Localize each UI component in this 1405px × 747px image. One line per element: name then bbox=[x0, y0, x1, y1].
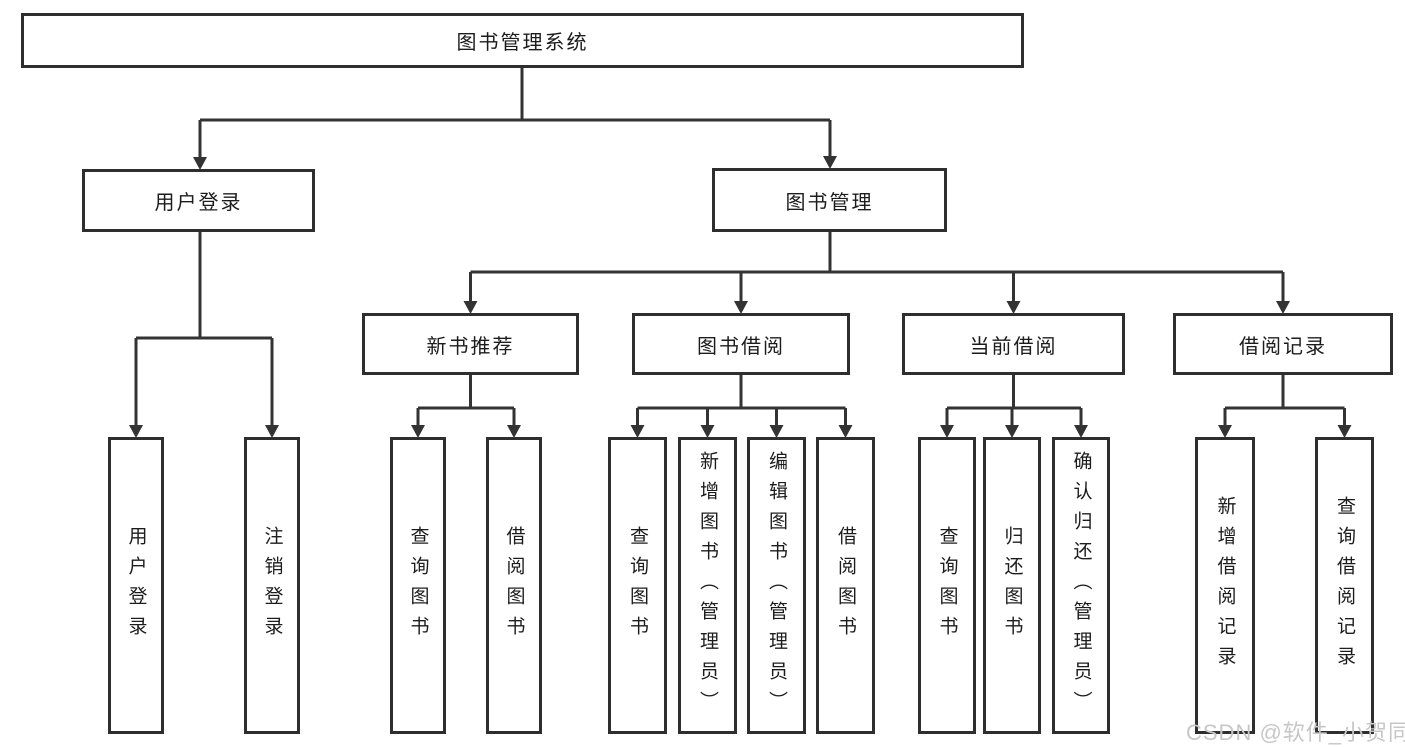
node-root-label: 图书管理系统 bbox=[456, 32, 589, 54]
leaf-nb-query-books: 查询图书 bbox=[390, 437, 446, 734]
leaf-bb-borrow-books: 借阅图书 bbox=[816, 437, 875, 734]
leaf-logout: 注销登录 bbox=[244, 437, 300, 734]
leaf-cb-confirm-return-admin-label: 确认归还（管理员） bbox=[1070, 450, 1092, 721]
csdn-watermark: CSDN @软件_小贺同学 bbox=[1186, 720, 1405, 745]
leaf-bb-edit-books-admin: 编辑图书（管理员） bbox=[747, 437, 806, 734]
leaf-bb-query-books-label: 查询图书 bbox=[627, 525, 648, 646]
leaf-cb-query-books: 查询图书 bbox=[918, 437, 976, 734]
leaf-cb-return-books-label: 归还图书 bbox=[1001, 525, 1023, 646]
leaf-nb-borrow-books-label: 借阅图书 bbox=[503, 525, 525, 646]
node-root: 图书管理系统 bbox=[21, 13, 1024, 68]
node-current-borrow-label: 当前借阅 bbox=[969, 335, 1058, 358]
node-user-login: 用户登录 bbox=[82, 169, 315, 232]
leaf-bb-edit-books-admin-label: 编辑图书（管理员） bbox=[766, 450, 787, 721]
leaf-cb-query-books-label: 查询图书 bbox=[936, 525, 958, 646]
leaf-logout-label: 注销登录 bbox=[261, 525, 283, 646]
node-borrow-records-label: 借阅记录 bbox=[1239, 335, 1327, 358]
node-book-borrow: 图书借阅 bbox=[632, 313, 850, 375]
node-book-borrow-label: 图书借阅 bbox=[697, 335, 785, 358]
leaf-rec-query-record-label: 查询借阅记录 bbox=[1334, 495, 1355, 676]
leaf-nb-borrow-books: 借阅图书 bbox=[486, 437, 542, 734]
leaf-nb-query-books-label: 查询图书 bbox=[407, 525, 429, 646]
tree-edges bbox=[134, 68, 1346, 430]
node-new-book-recommend: 新书推荐 bbox=[362, 313, 579, 375]
leaf-cb-return-books: 归还图书 bbox=[983, 437, 1041, 734]
node-new-book-recommend-label: 新书推荐 bbox=[426, 335, 515, 358]
leaf-user-login-label: 用户登录 bbox=[125, 525, 147, 646]
node-borrow-records: 借阅记录 bbox=[1173, 313, 1393, 375]
leaf-bb-add-books-admin: 新增图书（管理员） bbox=[678, 437, 737, 734]
leaf-rec-query-record: 查询借阅记录 bbox=[1315, 437, 1374, 734]
leaf-bb-borrow-books-label: 借阅图书 bbox=[835, 525, 856, 646]
leaf-bb-add-books-admin-label: 新增图书（管理员） bbox=[697, 450, 718, 721]
node-book-management: 图书管理 bbox=[712, 168, 947, 232]
leaf-bb-query-books: 查询图书 bbox=[608, 437, 667, 734]
node-book-management-label: 图书管理 bbox=[785, 191, 874, 214]
leaf-user-login: 用户登录 bbox=[108, 437, 164, 734]
leaf-rec-add-record: 新增借阅记录 bbox=[1195, 437, 1255, 734]
leaf-rec-add-record-label: 新增借阅记录 bbox=[1214, 495, 1236, 676]
node-current-borrow: 当前借阅 bbox=[902, 313, 1125, 375]
node-user-login-label: 用户登录 bbox=[154, 192, 243, 214]
arrowheads bbox=[129, 156, 1352, 438]
leaf-cb-confirm-return-admin: 确认归还（管理员） bbox=[1052, 437, 1110, 734]
